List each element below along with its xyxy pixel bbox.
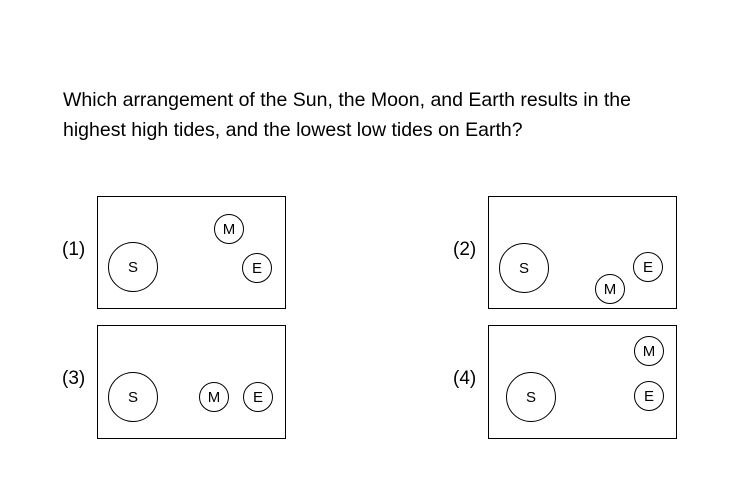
earth-circle: E xyxy=(634,381,664,411)
question-line-2: highest high tides, and the lowest low t… xyxy=(63,119,523,141)
option-2-label[interactable]: (2) xyxy=(453,239,477,260)
option-1-diagram[interactable]: S M E xyxy=(97,196,286,309)
option-3-diagram[interactable]: S M E xyxy=(97,325,286,439)
question-text: Which arrangement of the Sun, the Moon, … xyxy=(63,85,723,145)
option-3-label[interactable]: (3) xyxy=(62,368,86,389)
question-line-1: Which arrangement of the Sun, the Moon, … xyxy=(63,89,631,111)
option-4-label[interactable]: (4) xyxy=(453,368,477,389)
sun-circle: S xyxy=(108,372,158,422)
moon-circle: M xyxy=(634,336,664,366)
moon-circle: M xyxy=(214,214,244,244)
sun-circle: S xyxy=(499,243,549,293)
earth-circle: E xyxy=(242,253,272,283)
earth-circle: E xyxy=(633,252,663,282)
option-1-label[interactable]: (1) xyxy=(62,239,86,260)
earth-circle: E xyxy=(243,382,273,412)
sun-circle: S xyxy=(108,242,158,292)
sun-circle: S xyxy=(506,372,556,422)
option-4-diagram[interactable]: S M E xyxy=(488,325,677,439)
option-2-diagram[interactable]: S M E xyxy=(488,196,677,309)
moon-circle: M xyxy=(199,382,229,412)
moon-circle: M xyxy=(595,274,625,304)
